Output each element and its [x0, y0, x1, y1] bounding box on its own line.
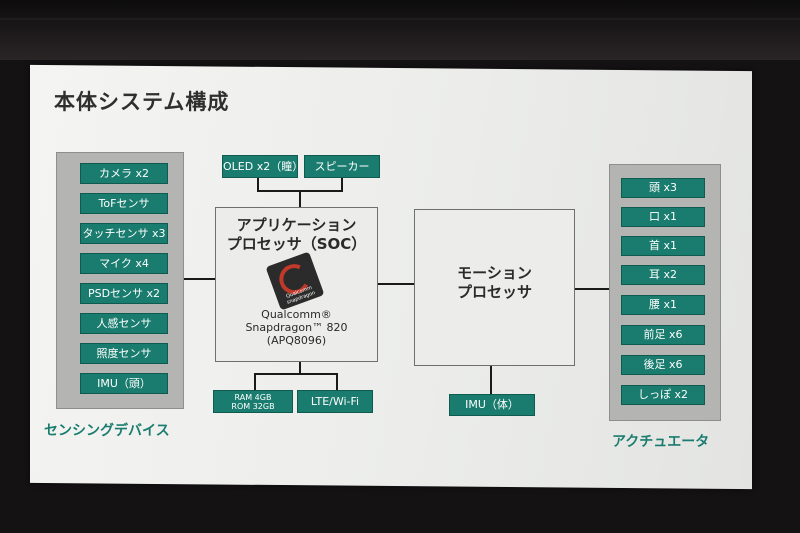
connector-motion-imu [490, 365, 492, 395]
connector-oled [257, 178, 259, 192]
sensor-tof: ToFセンサ [80, 193, 168, 214]
sensor-microphone: マイク x4 [80, 253, 168, 274]
sensor-touch: タッチセンサ x3 [80, 223, 168, 244]
slide-title: 本体システム構成 [54, 90, 230, 114]
motion-processor-title-line1: モーション [457, 264, 532, 282]
sensing-devices-group [56, 152, 184, 409]
application-processor-title-line1: アプリケーション [236, 216, 357, 234]
sensor-psd: PSDセンサ x2 [80, 283, 168, 304]
actuator-hind-legs: 後足 x6 [621, 355, 705, 375]
sensor-illuminance: 照度センサ [80, 343, 168, 364]
motion-processor-title-line2: プロセッサ [456, 283, 532, 301]
application-processor-title-line2: プロセッサ（SOC） [226, 235, 367, 253]
actuator-head: 頭 x3 [621, 178, 705, 198]
sensor-camera: カメラ x2 [80, 163, 168, 184]
actuator-ears: 耳 x2 [621, 265, 705, 285]
chip-line-qualcomm: Qualcomm® [261, 308, 332, 321]
connector-bottom-bar [254, 373, 338, 375]
actuator-waist: 腰 x1 [621, 295, 705, 315]
sensor-imu-head: IMU（頭） [80, 373, 168, 394]
backdrop-stripe [0, 18, 800, 20]
imu-body: IMU（体） [449, 394, 535, 416]
connector-bottom-from-soc [299, 360, 301, 374]
connector-memory [254, 373, 256, 391]
connector-motion-actuators [573, 288, 609, 290]
sensing-devices-label: センシングデバイス [44, 423, 170, 439]
actuator-front-legs: 前足 x6 [621, 325, 705, 345]
actuator-neck: 首 x1 [621, 236, 705, 256]
connector-speaker [341, 178, 343, 192]
oled-display: OLED x2（瞳） [222, 155, 298, 178]
chip-line-model: (APQ8096) [266, 334, 327, 347]
motion-processor-box: モーション プロセッサ [414, 209, 575, 366]
application-processor-box: アプリケーション プロセッサ（SOC） Qualcomm snapdragon … [215, 207, 378, 362]
memory-rom: ROM 32GB [231, 402, 275, 411]
actuator-mouth: 口 x1 [621, 207, 705, 227]
actuator-tail: しっぽ x2 [621, 385, 705, 405]
lte-wifi-module: LTE/Wi-Fi [297, 390, 373, 413]
memory-box: RAM 4GB ROM 32GB [213, 390, 293, 413]
connector-sensing-soc [182, 278, 216, 280]
backdrop-stripe [0, 40, 800, 42]
backdrop-ceiling [0, 0, 800, 60]
actuators-group [609, 164, 721, 421]
connector-top-to-soc [299, 190, 301, 207]
memory-ram: RAM 4GB [234, 393, 272, 402]
chip-line-snapdragon: Snapdragon™ 820 [245, 321, 348, 334]
snapdragon-chip-icon: Qualcomm snapdragon [265, 251, 325, 311]
speaker: スピーカー [304, 155, 380, 178]
connector-soc-motion [376, 283, 414, 285]
actuators-label: アクチュエータ [612, 434, 710, 450]
sensor-human-presence: 人感センサ [80, 313, 168, 334]
connector-network [336, 373, 338, 391]
